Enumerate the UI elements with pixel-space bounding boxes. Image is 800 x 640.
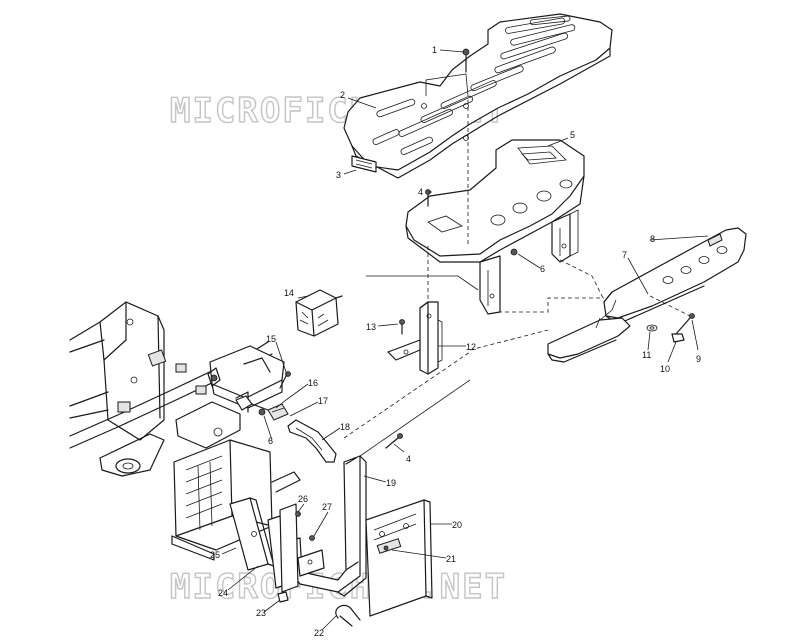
nut-6-upper <box>510 248 518 256</box>
nut-6-lower <box>258 408 266 416</box>
callout-25: 25 <box>210 550 220 560</box>
callout-4-lower: 4 <box>406 454 411 464</box>
leader-lines <box>221 49 709 631</box>
callout-3: 3 <box>336 170 341 180</box>
callout-8: 8 <box>650 234 655 244</box>
callout-11: 11 <box>642 350 651 360</box>
wire-harness <box>287 419 337 463</box>
callout-23: 23 <box>256 608 266 618</box>
callout-1: 1 <box>432 45 437 55</box>
rack-support-frame <box>405 139 585 315</box>
callout-27: 27 <box>322 502 332 512</box>
tail-light <box>295 289 343 337</box>
bolt-4-lower <box>385 433 403 449</box>
rear-bumper <box>547 227 747 363</box>
mud-flap <box>365 499 433 617</box>
hitch-plate <box>279 503 325 593</box>
wiring-connector <box>235 395 289 421</box>
bumper-washer <box>646 324 658 332</box>
callout-12: 12 <box>466 342 476 352</box>
callout-17: 17 <box>318 396 328 406</box>
callout-2: 2 <box>340 90 345 100</box>
rear-rack-plate <box>343 13 613 179</box>
callout-13: 13 <box>366 322 376 332</box>
reflector <box>351 155 377 173</box>
screw-21 <box>383 545 389 551</box>
callout-6-upper: 6 <box>540 264 545 274</box>
callout-18: 18 <box>340 422 350 432</box>
callout-21: 21 <box>446 554 456 564</box>
screw-15 <box>279 371 291 389</box>
callout-9: 9 <box>696 354 701 364</box>
mounting-bracket <box>387 301 443 375</box>
tow-hitch-bar <box>291 455 367 597</box>
callout-24: 24 <box>218 588 228 598</box>
hitch-pin <box>335 604 361 627</box>
callout-22: 22 <box>314 628 324 638</box>
callout-4-upper: 4 <box>418 187 423 197</box>
callout-labels: 1 2 3 4 4 5 6 6 7 8 9 10 11 12 13 14 15 … <box>210 45 701 638</box>
callout-14: 14 <box>284 288 294 298</box>
callout-26: 26 <box>298 494 308 504</box>
callout-6-lower: 6 <box>268 436 273 446</box>
callout-7: 7 <box>622 250 627 260</box>
callout-10: 10 <box>660 364 670 374</box>
callout-16: 16 <box>308 378 318 388</box>
callout-5: 5 <box>570 130 575 140</box>
callout-15: 15 <box>266 334 276 344</box>
callout-19: 19 <box>386 478 396 488</box>
callout-20: 20 <box>452 520 462 530</box>
bumper-nut <box>671 333 685 343</box>
bumper-bolt <box>675 313 695 335</box>
screw-13 <box>399 319 405 335</box>
nut-23 <box>277 591 289 603</box>
